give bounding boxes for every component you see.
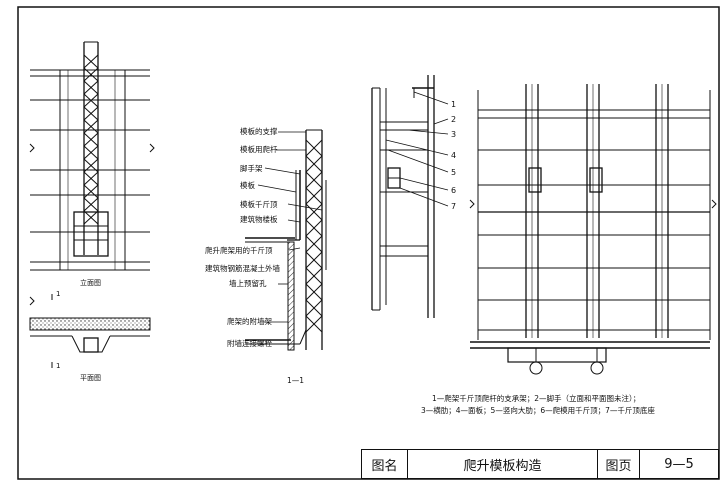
callout-formwork-climbing-rod: 模板用爬杆 — [240, 144, 278, 154]
plan-label: 平面图 — [80, 374, 101, 382]
section-mark-top: 1 — [56, 290, 60, 298]
side-number-7: 7 — [451, 202, 456, 211]
callout-building-slab: 建筑物楼板 — [240, 214, 278, 224]
page-label: 图页 — [598, 450, 640, 478]
side-number-6: 6 — [451, 186, 456, 195]
section-callout-lines — [257, 131, 323, 345]
callout-wall-reserved-hole: 墙上预留孔 — [229, 278, 267, 288]
concrete-wall — [287, 241, 295, 351]
legend-line-2: 3—横肋；4—面板；5—竖向大肋；6—爬模用千斤顶；7—千斤顶底座 — [421, 405, 655, 415]
callout-formwork: 模板 — [240, 180, 255, 190]
elevation-label: 立面图 — [80, 278, 101, 287]
page-number: 9—5 — [664, 456, 694, 472]
side-numbers: 1 2 3 4 5 6 7 — [451, 100, 456, 211]
callout-scaffold: 脚手架 — [240, 163, 263, 173]
side-number-2: 2 — [451, 115, 456, 124]
section-callouts: 模板的支撑 模板用爬杆 脚手架 模板 模板千斤顶 建筑物楼板 爬升爬架用的千斤顶… — [205, 126, 280, 348]
side-number-1: 1 — [451, 100, 456, 109]
plan-view — [29, 294, 151, 368]
callout-climbing-frame-jack: 爬升爬架用的千斤顶 — [205, 245, 273, 255]
drawing-name: 爬升模板构造 — [408, 450, 598, 478]
legend-line-1: 1—爬架千斤顶爬杆的支承架；2—脚手（立面和平面图未注）； — [432, 393, 640, 403]
section-label: 1—1 — [287, 376, 304, 385]
side-number-5: 5 — [451, 168, 456, 177]
side-number-4: 4 — [451, 151, 456, 160]
front-elevation-view — [469, 84, 717, 375]
section-mark-bottom: 1 — [56, 362, 60, 370]
side-leader-lines — [385, 91, 449, 207]
callout-wall-attachment-frame: 爬架的附墙架 — [227, 316, 272, 326]
sheet-border — [17, 6, 720, 480]
side-view — [371, 75, 435, 318]
section-view — [245, 129, 327, 350]
drawing-name-label: 图名 — [362, 450, 408, 478]
callout-concrete-exterior-wall: 建筑物钢筋混凝土外墙 — [205, 263, 280, 273]
callout-formwork-jack: 模板千斤顶 — [240, 199, 278, 209]
elevation-view — [29, 41, 155, 271]
side-number-3: 3 — [451, 130, 456, 139]
title-block: 图名 爬升模板构造 图页 9—5 — [361, 449, 719, 479]
callout-formwork-support: 模板的支撑 — [240, 126, 278, 136]
callout-wall-bolt: 附墙连接螺栓 — [227, 338, 272, 348]
